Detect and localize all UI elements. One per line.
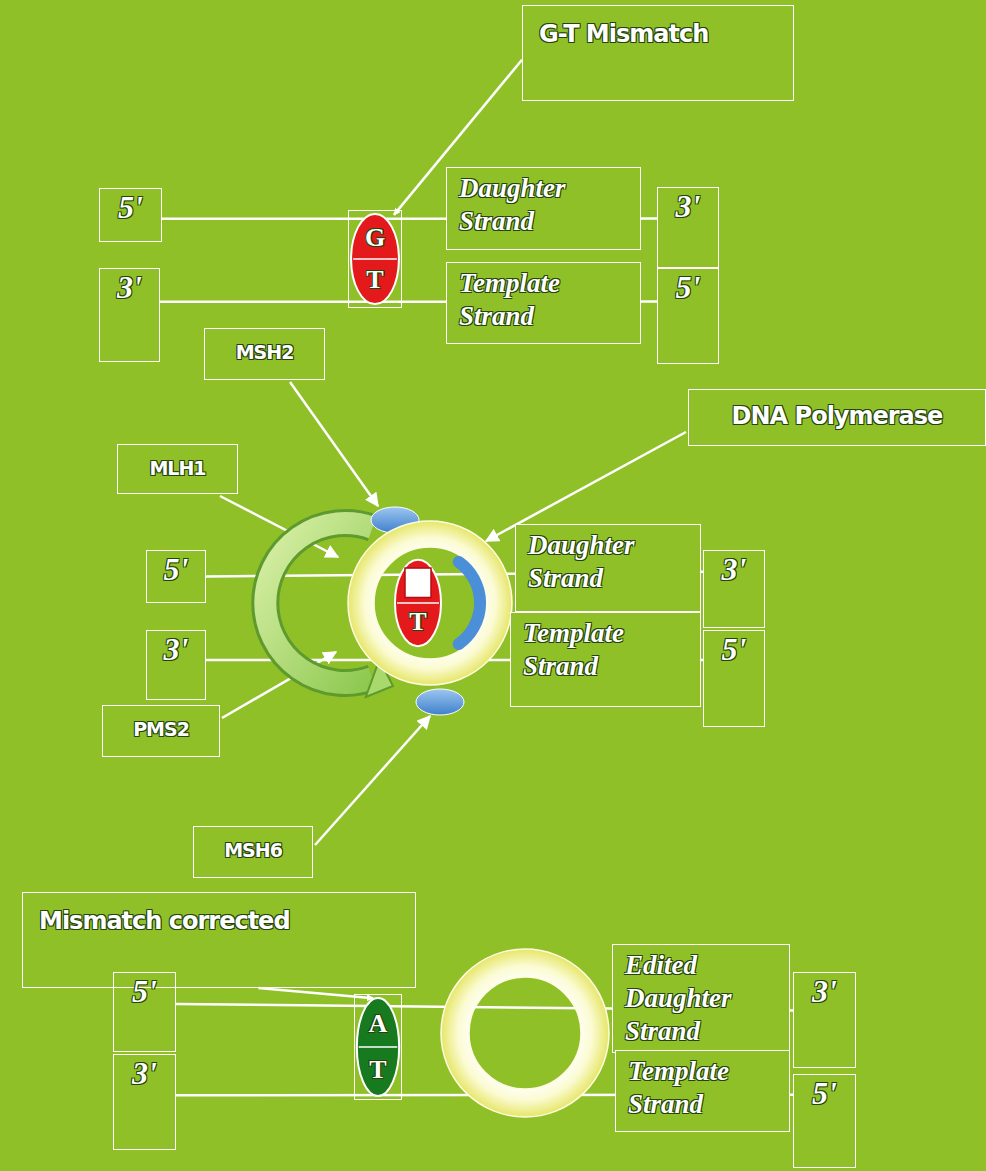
base-letter: A (369, 1009, 388, 1039)
strand-end-label: 5' (113, 972, 176, 1052)
strand-end-label: 3' (793, 972, 856, 1068)
base-letter: T (369, 1055, 386, 1085)
node-text: 5' (660, 269, 716, 306)
strand-label: Daughter Strand (446, 167, 641, 250)
node-text: 5' (102, 189, 159, 226)
node-text: 5' (706, 631, 762, 668)
msh6-protein (416, 689, 464, 715)
node-text: 5' (149, 551, 203, 588)
callout-box: G-T Mismatch (522, 5, 794, 101)
msh-protein-arc (459, 562, 480, 644)
protein-label: MLH1 (117, 444, 238, 494)
protein-label: PMS2 (102, 705, 220, 757)
node-text: Template Strand (459, 267, 628, 333)
base-pair-divider (397, 602, 439, 604)
polymerase-ring (441, 949, 609, 1117)
node-text: 3' (102, 269, 157, 306)
strand-end-label: 5' (657, 268, 719, 364)
node-text: 3' (796, 973, 853, 1010)
leader-line (290, 382, 378, 506)
strand-label: Template Strand (446, 262, 641, 344)
mismatch-base-pair: GT (348, 210, 402, 308)
enzyme-label: DNA Polymerase (688, 389, 986, 446)
base-pair-divider (359, 1046, 398, 1048)
corrected-base-pair: AT (354, 994, 402, 1100)
node-text: 3' (660, 188, 716, 225)
node-text: Edited Daughter Strand (625, 949, 777, 1048)
node-text: 3' (149, 631, 203, 668)
node-text: Template Strand (523, 617, 688, 683)
node-text: Daughter Strand (459, 172, 628, 238)
base-pair-divider (353, 258, 397, 260)
strand-end-label: 3' (146, 630, 206, 700)
strand-label: Edited Daughter Strand (612, 944, 790, 1053)
node-text: 5' (796, 1075, 853, 1112)
node-text: 3' (116, 1055, 173, 1092)
node-text: PMS2 (109, 718, 213, 740)
strand-end-label: 5' (793, 1074, 856, 1168)
callout-box: Mismatch corrected (22, 892, 416, 988)
node-text: 3' (706, 551, 762, 588)
strand-end-label: 3' (657, 187, 719, 268)
strand-end-label: 3' (703, 550, 765, 628)
strand-end-label: 5' (146, 550, 206, 603)
node-text: MSH2 (211, 341, 318, 363)
strand-end-label: 5' (703, 630, 765, 727)
node-text: MSH6 (200, 839, 306, 861)
node-text: MLH1 (124, 457, 231, 479)
polymerase-ring (348, 521, 512, 685)
base-letter: T (366, 265, 383, 295)
base-letter: T (409, 607, 426, 637)
strand-end-label: 3' (113, 1054, 176, 1150)
strand-end-label: 5' (99, 188, 162, 242)
base-letter: G (365, 223, 385, 253)
node-text: DNA Polymerase (703, 402, 971, 430)
removed-base (405, 568, 431, 597)
node-text: G-T Mismatch (539, 20, 777, 48)
node-text: Daughter Strand (528, 529, 688, 595)
node-text: 5' (116, 973, 173, 1010)
node-text: Mismatch corrected (39, 907, 399, 935)
base-pair-ellipse (357, 998, 399, 1096)
strand-label: Template Strand (615, 1050, 790, 1132)
protein-label: MSH2 (204, 328, 325, 380)
mismatch-base-pair: T (393, 557, 443, 649)
node-text: Template Strand (628, 1055, 777, 1121)
strand-label: Daughter Strand (515, 524, 701, 612)
strand-label: Template Strand (510, 612, 701, 707)
protein-label: MSH6 (193, 826, 313, 878)
strand-end-label: 3' (99, 268, 160, 362)
leader-line (315, 716, 430, 845)
base-pair-ellipse (395, 560, 441, 646)
base-pair-ellipse (351, 214, 399, 304)
